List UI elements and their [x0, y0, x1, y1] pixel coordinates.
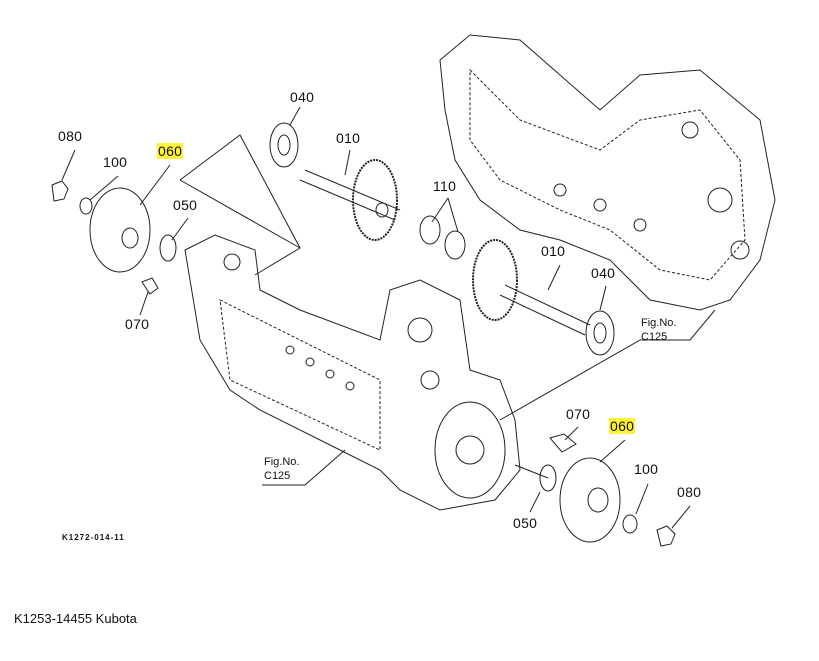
part-label-100[interactable]: 100 — [634, 461, 659, 477]
part-label-070[interactable]: 070 — [125, 316, 150, 332]
flange-right — [539, 433, 676, 547]
part-label-080[interactable]: 080 — [58, 128, 83, 144]
part-label-080[interactable]: 080 — [677, 484, 702, 500]
part-label-040[interactable]: 040 — [591, 265, 616, 281]
transmission-case-upper — [439, 34, 776, 311]
leader-lines — [61, 106, 716, 529]
flange-left — [51, 180, 177, 295]
gear-shaft-upper — [269, 122, 466, 260]
transmission-case-lower — [184, 234, 521, 511]
part-caption: K1253-14455 Kubota — [14, 611, 137, 626]
part-label-060-highlighted[interactable]: 060 — [609, 418, 636, 434]
part-label-060-highlighted[interactable]: 060 — [157, 143, 184, 159]
part-label-010[interactable]: 010 — [541, 243, 566, 259]
fig-ref-label: Fig.No. — [641, 317, 677, 329]
fig-ref-label: Fig.No. — [264, 456, 300, 468]
fig-ref-number: C125 — [641, 331, 668, 343]
fig-reference[interactable]: Fig.No. C125 — [641, 316, 676, 344]
part-label-110[interactable]: 110 — [433, 178, 457, 194]
part-label-010[interactable]: 010 — [336, 130, 361, 146]
gear-shaft-lower — [472, 239, 615, 356]
fig-ref-number: C125 — [264, 470, 291, 482]
part-label-050[interactable]: 050 — [173, 197, 198, 213]
fig-reference[interactable]: Fig.No. C125 — [264, 455, 299, 483]
drawing-code: K1272-014-11 — [62, 533, 125, 542]
part-label-070[interactable]: 070 — [566, 406, 591, 422]
part-label-040[interactable]: 040 — [290, 89, 315, 105]
part-label-100[interactable]: 100 — [103, 154, 128, 170]
part-label-050[interactable]: 050 — [513, 515, 538, 531]
